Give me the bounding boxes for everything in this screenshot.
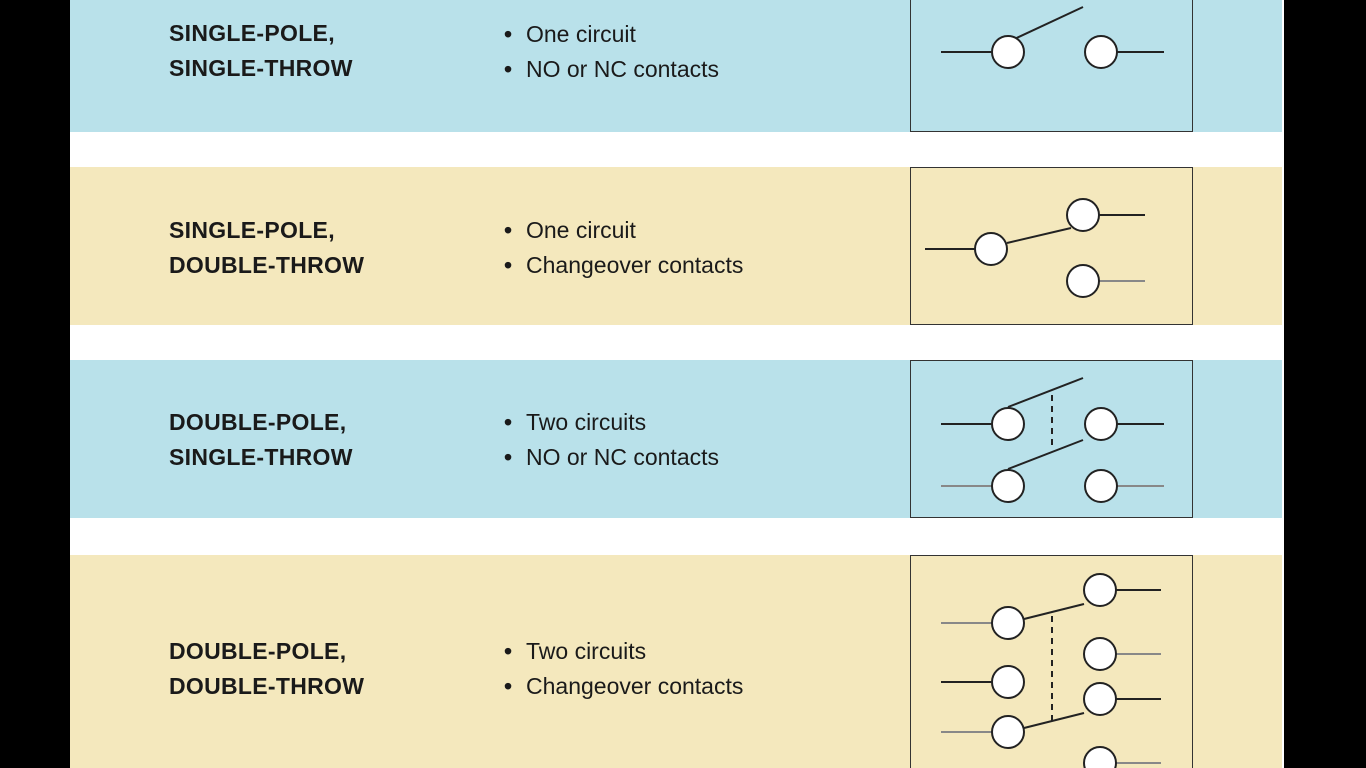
feature-item: •NO or NC contacts: [504, 56, 719, 82]
name-line-1: DOUBLE-POLE,: [169, 638, 347, 664]
feature-text: One circuit: [526, 21, 636, 47]
name-line-2: DOUBLE-THROW: [169, 252, 365, 278]
feature-text: Changeover contacts: [526, 252, 744, 278]
name-line-2: DOUBLE-THROW: [169, 673, 365, 699]
feature-item: •One circuit: [504, 217, 636, 243]
dpst-switch-symbol: [910, 360, 1193, 518]
spdt-switch-symbol: [910, 167, 1193, 325]
switch-type-name: DOUBLE-POLE, DOUBLE-THROW: [169, 634, 364, 704]
dpst-symbol-graphic: [941, 377, 1164, 503]
feature-item: •NO or NC contacts: [504, 444, 719, 470]
feature-item: •Changeover contacts: [504, 673, 744, 699]
switch-features: •One circuit •NO or NC contacts: [504, 17, 719, 87]
spst-symbol-graphic: [941, 6, 1164, 69]
name-line-1: DOUBLE-POLE,: [169, 409, 347, 435]
switch-type-name: SINGLE-POLE, SINGLE-THROW: [169, 16, 353, 86]
name-line-2: SINGLE-THROW: [169, 444, 353, 470]
dpdt-switch-symbol: [910, 555, 1193, 768]
row-dpst: DOUBLE-POLE, SINGLE-THROW •Two circuits …: [70, 360, 1282, 518]
name-line-1: SINGLE-POLE,: [169, 20, 335, 46]
row-spdt: SINGLE-POLE, DOUBLE-THROW •One circuit •…: [70, 167, 1282, 325]
switch-type-name: SINGLE-POLE, DOUBLE-THROW: [169, 213, 364, 283]
spdt-symbol-graphic: [925, 198, 1145, 298]
switch-features: •One circuit •Changeover contacts: [504, 213, 743, 283]
feature-text: Two circuits: [526, 638, 647, 664]
name-line-1: SINGLE-POLE,: [169, 217, 335, 243]
switch-features: •Two circuits •NO or NC contacts: [504, 405, 719, 475]
row-spst: SINGLE-POLE, SINGLE-THROW •One circuit •…: [70, 0, 1282, 132]
feature-text: NO or NC contacts: [526, 444, 719, 470]
dpdt-symbol-graphic: [941, 573, 1161, 768]
row-dpdt: DOUBLE-POLE, DOUBLE-THROW •Two circuits …: [70, 555, 1282, 768]
feature-text: Changeover contacts: [526, 673, 744, 699]
feature-text: One circuit: [526, 217, 636, 243]
feature-item: •Two circuits: [504, 638, 647, 664]
feature-item: •Changeover contacts: [504, 252, 744, 278]
switch-type-name: DOUBLE-POLE, SINGLE-THROW: [169, 405, 353, 475]
name-line-2: SINGLE-THROW: [169, 55, 353, 81]
switch-features: •Two circuits •Changeover contacts: [504, 634, 743, 704]
spst-switch-symbol: [910, 0, 1193, 132]
feature-item: •One circuit: [504, 21, 636, 47]
feature-item: •Two circuits: [504, 409, 647, 435]
switch-types-chart: SINGLE-POLE, SINGLE-THROW •One circuit •…: [70, 0, 1284, 768]
feature-text: NO or NC contacts: [526, 56, 719, 82]
feature-text: Two circuits: [526, 409, 647, 435]
